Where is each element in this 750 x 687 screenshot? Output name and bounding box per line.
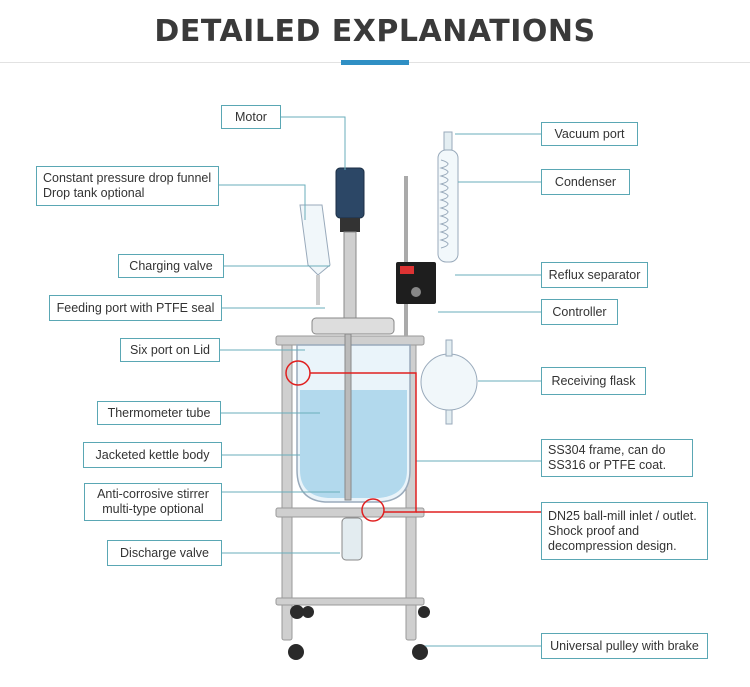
label-thermometer-tube: Thermometer tube [97,401,221,425]
label-condenser: Condenser [541,169,630,195]
leader-lines [219,116,541,647]
label-kettle-body: Jacketed kettle body [83,442,222,468]
label-pulley: Universal pulley with brake [541,633,708,659]
label-receiving-flask: Receiving flask [541,367,646,395]
motor [335,167,365,319]
page-title: DETAILED EXPLANATIONS [154,14,596,49]
label-controller: Controller [541,299,618,325]
label-stirrer: Anti-corrosive stirrer multi-type option… [84,483,222,521]
label-ball-mill-inlet: DN25 ball-mill inlet / outlet. Shock pro… [541,502,708,560]
label-six-port: Six port on Lid [120,338,220,362]
receiving-flask [420,339,478,425]
wheels [288,605,430,660]
label-discharge-valve: Discharge valve [107,540,222,566]
kettle-body [296,299,411,503]
controller-box [396,262,436,304]
label-feeding-port: Feeding port with PTFE seal [49,295,222,321]
lid [311,317,395,335]
discharge-valve [341,517,363,561]
condenser [437,131,459,263]
ball-mill-highlight [285,360,541,522]
label-motor: Motor [221,105,281,129]
title-accent-bar [341,60,409,65]
drop-funnel [299,204,331,305]
label-charging-valve: Charging valve [118,254,224,278]
label-vacuum-port: Vacuum port [541,122,638,146]
label-frame: SS304 frame, can do SS316 or PTFE coat. [541,439,693,477]
label-drop-funnel: Constant pressure drop funnel Drop tank … [36,166,219,206]
label-reflux-separator: Reflux separator [541,262,648,288]
